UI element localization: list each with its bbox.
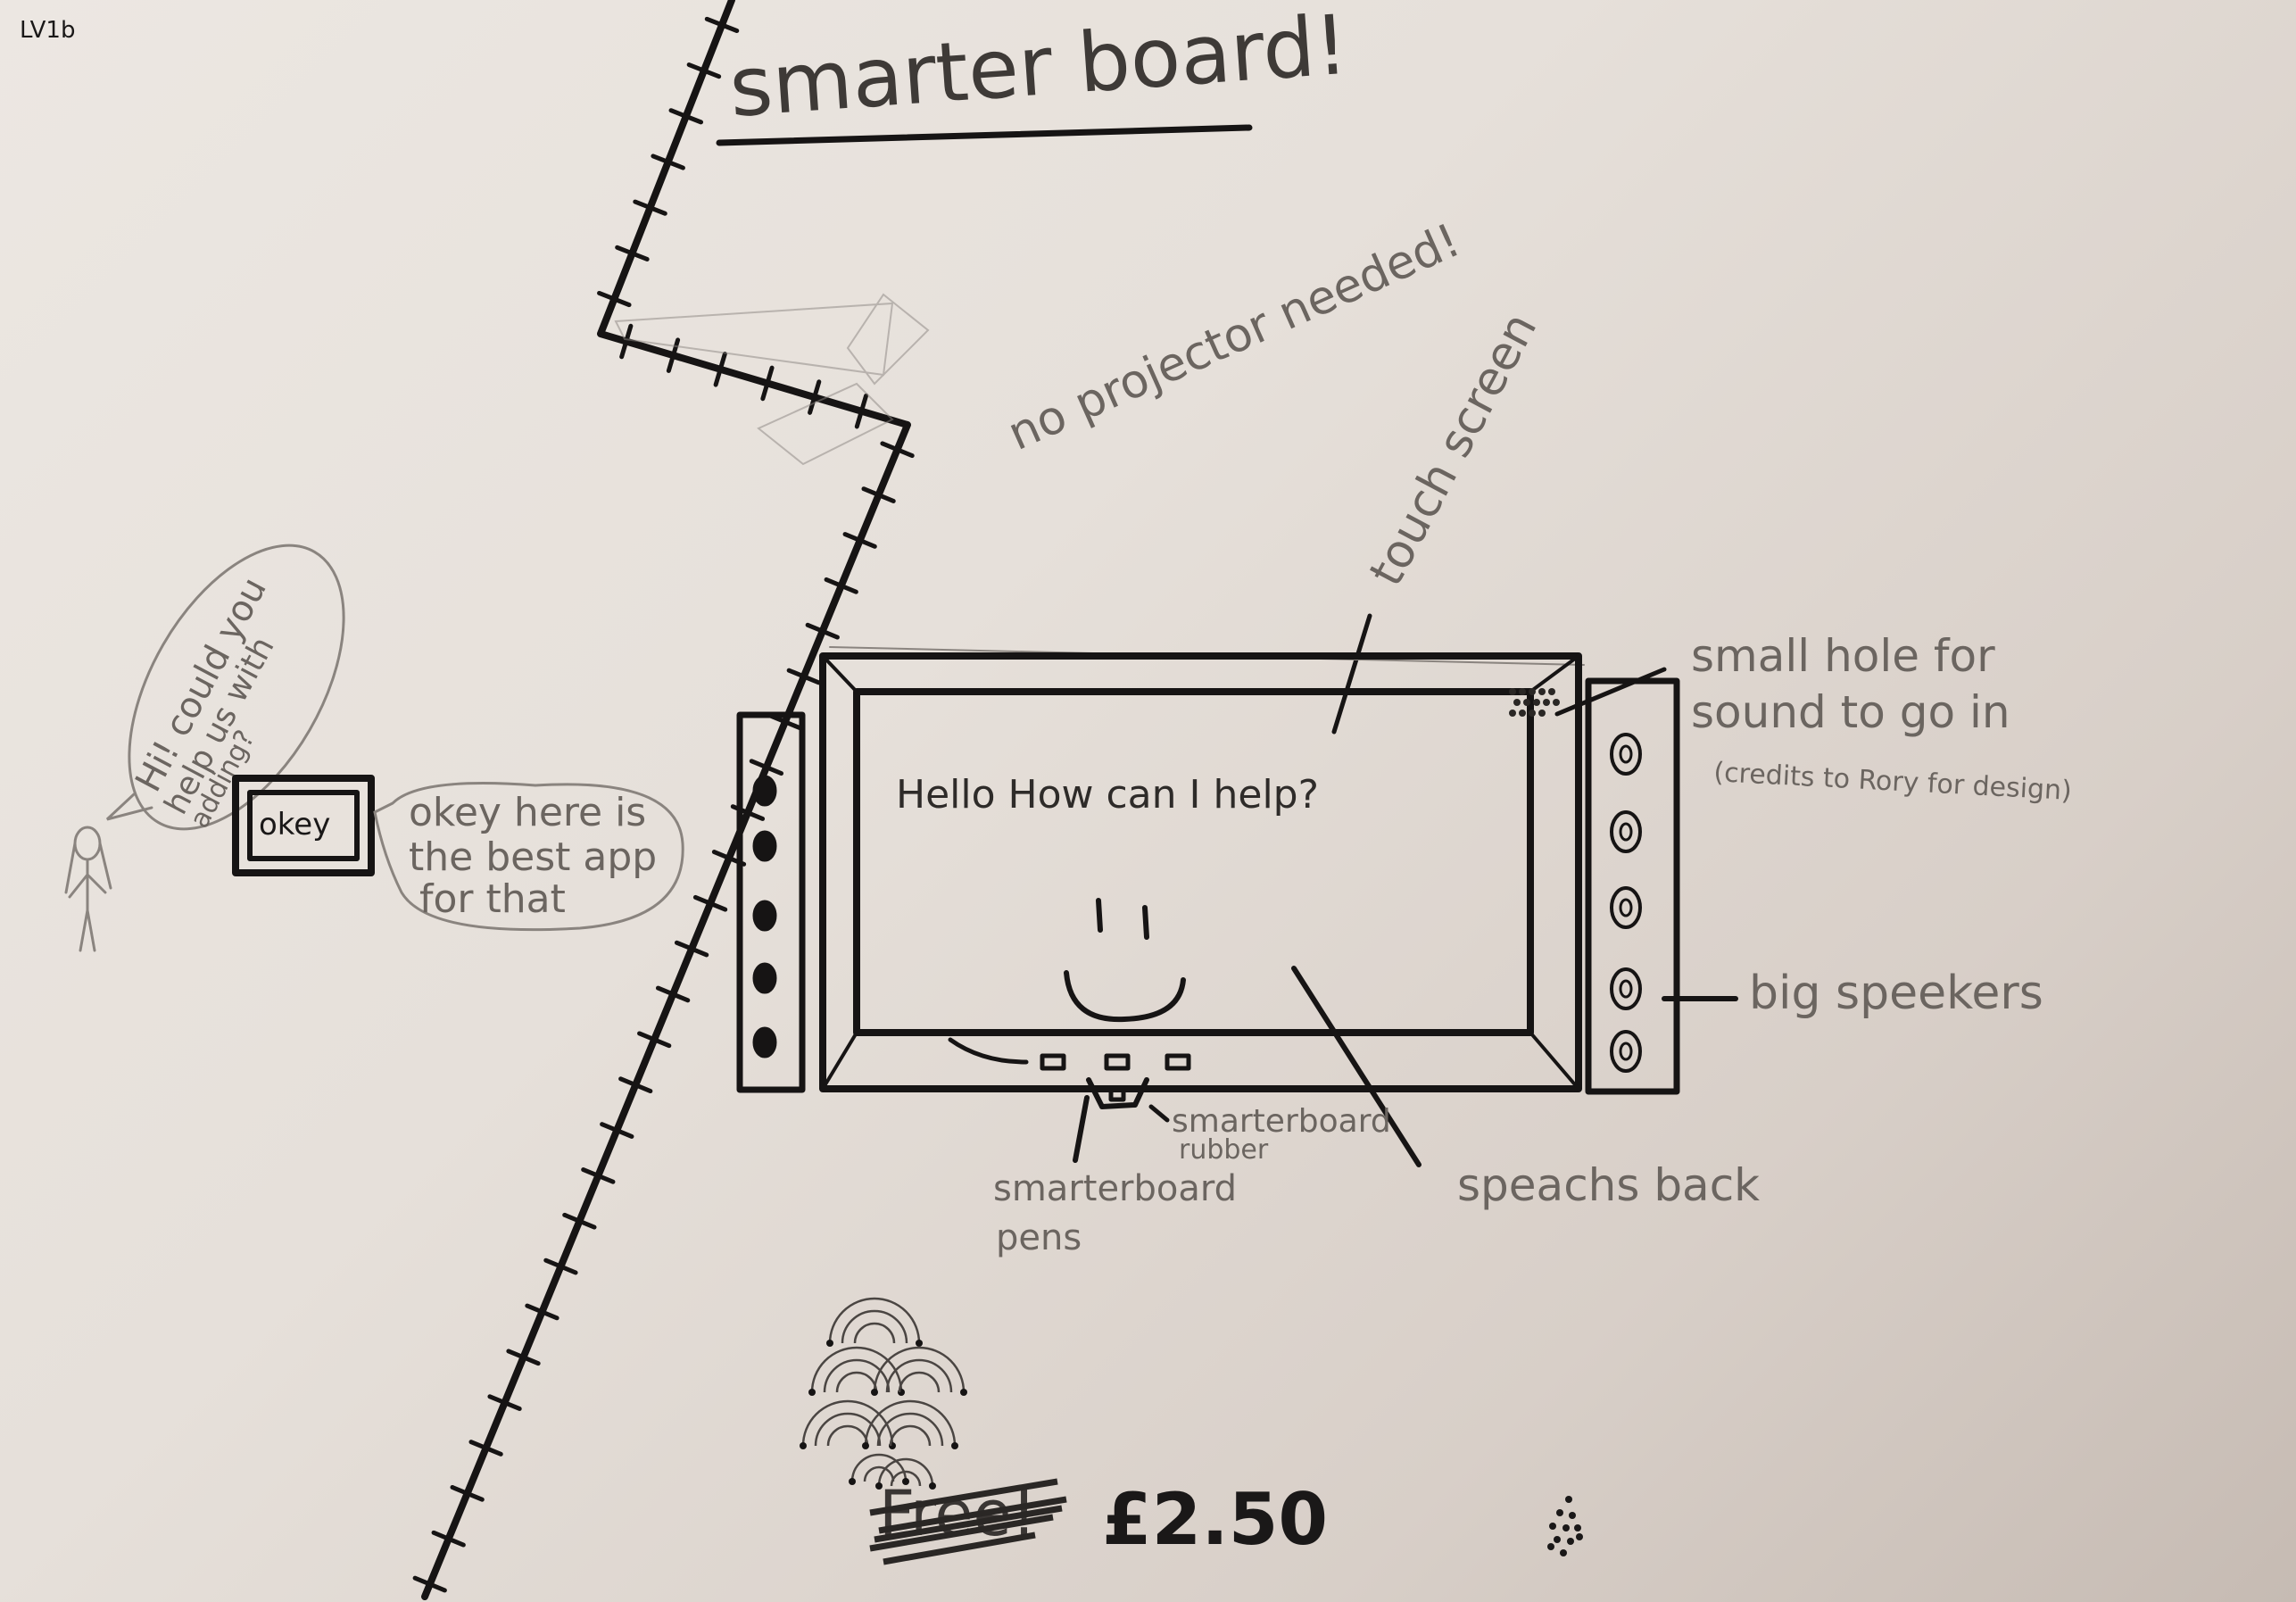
track-tick — [760, 365, 775, 402]
sound-hole-pointer — [1554, 667, 1667, 717]
track-tick — [713, 352, 727, 387]
track-tick — [880, 441, 915, 459]
rubber-label-1: smarterboard — [1172, 1103, 1391, 1140]
smiley-face-icon — [1064, 898, 1186, 1023]
dot-cluster-icon — [1547, 1496, 1583, 1556]
wave-pattern-drawing — [800, 1297, 967, 1490]
sound-hole-label-1: small hole for — [1691, 630, 1995, 682]
track-tick — [525, 1303, 559, 1321]
track-tick — [600, 1122, 634, 1139]
pen-holders — [948, 1037, 1191, 1071]
track-tick — [450, 1484, 485, 1502]
track-tick — [808, 379, 822, 415]
speakers-label: big speekers — [1749, 967, 2043, 1020]
sound-hole-credit: (credits to Rory for design) — [1713, 757, 2073, 807]
erased-sketch — [614, 293, 930, 466]
board-frame — [819, 652, 1582, 1092]
page-title: smarter board! — [726, 0, 1351, 136]
speaker-circle — [752, 830, 777, 862]
track-tick — [633, 199, 667, 216]
speaker-circle — [752, 1026, 777, 1058]
stick-figure — [64, 826, 112, 952]
rubber-icon — [1086, 1077, 1149, 1109]
track-tick — [651, 154, 685, 170]
track-tick — [749, 759, 784, 776]
track-tick — [597, 290, 632, 308]
track-tick — [618, 1076, 653, 1094]
smartboard: Hello How can I help? — [736, 646, 1680, 1109]
track-tick — [562, 1212, 597, 1230]
track-tick — [637, 1031, 672, 1049]
track-tick — [674, 940, 709, 958]
track-tick — [619, 323, 634, 360]
sound-hole-label-2: sound to go in — [1691, 686, 2010, 738]
scribble-icon — [869, 1478, 1067, 1565]
reply-bubble: okey here is the best app for that — [373, 782, 684, 932]
track-tick — [861, 486, 896, 503]
touch-screen-label: touch screen — [1360, 304, 1548, 594]
speaker-circle — [1610, 886, 1642, 929]
track-tick — [692, 894, 728, 912]
okey-button[interactable]: okey — [259, 807, 330, 843]
track-tick — [615, 245, 650, 261]
speaker-circle — [752, 900, 777, 932]
reply-line-1: okey here is — [409, 790, 646, 835]
corner-label: LV1b — [20, 17, 75, 44]
track-tick — [668, 108, 704, 125]
no-projector-label: no projector needed! — [1000, 213, 1468, 461]
track-tick — [704, 16, 740, 34]
speaker-circle — [1610, 967, 1642, 1010]
board-screen[interactable] — [853, 688, 1534, 1036]
pens-label-1: smarterboard — [993, 1168, 1237, 1209]
rubber-label-2: rubber — [1179, 1134, 1269, 1166]
left-speaker — [736, 711, 806, 1093]
track-tick — [786, 668, 821, 685]
track-tick — [581, 1167, 616, 1184]
speaks-back-pointer — [1291, 966, 1422, 1167]
title-underline — [716, 124, 1253, 146]
track-tick — [506, 1349, 541, 1366]
speaker-circle — [1610, 733, 1642, 776]
track-tick — [824, 577, 858, 594]
sound-hole-icon — [1509, 688, 1560, 717]
track-tick — [543, 1258, 578, 1275]
track-tick — [655, 985, 691, 1003]
reply-line-2: the best app — [409, 834, 657, 880]
rubber-pointer — [1148, 1104, 1170, 1123]
speaks-back-label: speachs back — [1457, 1159, 1760, 1211]
speaker-circle — [1610, 810, 1642, 853]
track-tick — [412, 1575, 447, 1593]
touch-screen-pointer — [1331, 613, 1372, 735]
track-tick — [468, 1440, 503, 1457]
track-tick — [805, 622, 840, 640]
okey-device: okey — [232, 775, 375, 876]
track-line — [412, 0, 915, 1600]
pens-label-2: pens — [996, 1217, 1082, 1258]
track-tick — [431, 1530, 466, 1548]
screen-greeting: Hello How can I help? — [896, 772, 1319, 818]
track-tick — [686, 62, 722, 79]
speaker-circle — [1610, 1030, 1642, 1073]
pens-pointer — [1073, 1095, 1090, 1163]
speaker-circle — [752, 775, 777, 807]
reply-line-3: for that — [419, 876, 566, 922]
track-tick — [666, 337, 681, 373]
right-speaker — [1585, 677, 1680, 1095]
track-tick — [487, 1394, 522, 1411]
speaker-circle — [752, 962, 777, 994]
track-tick — [854, 393, 869, 429]
track-tick — [842, 532, 877, 549]
price-value: £2.50 — [1102, 1478, 1328, 1561]
